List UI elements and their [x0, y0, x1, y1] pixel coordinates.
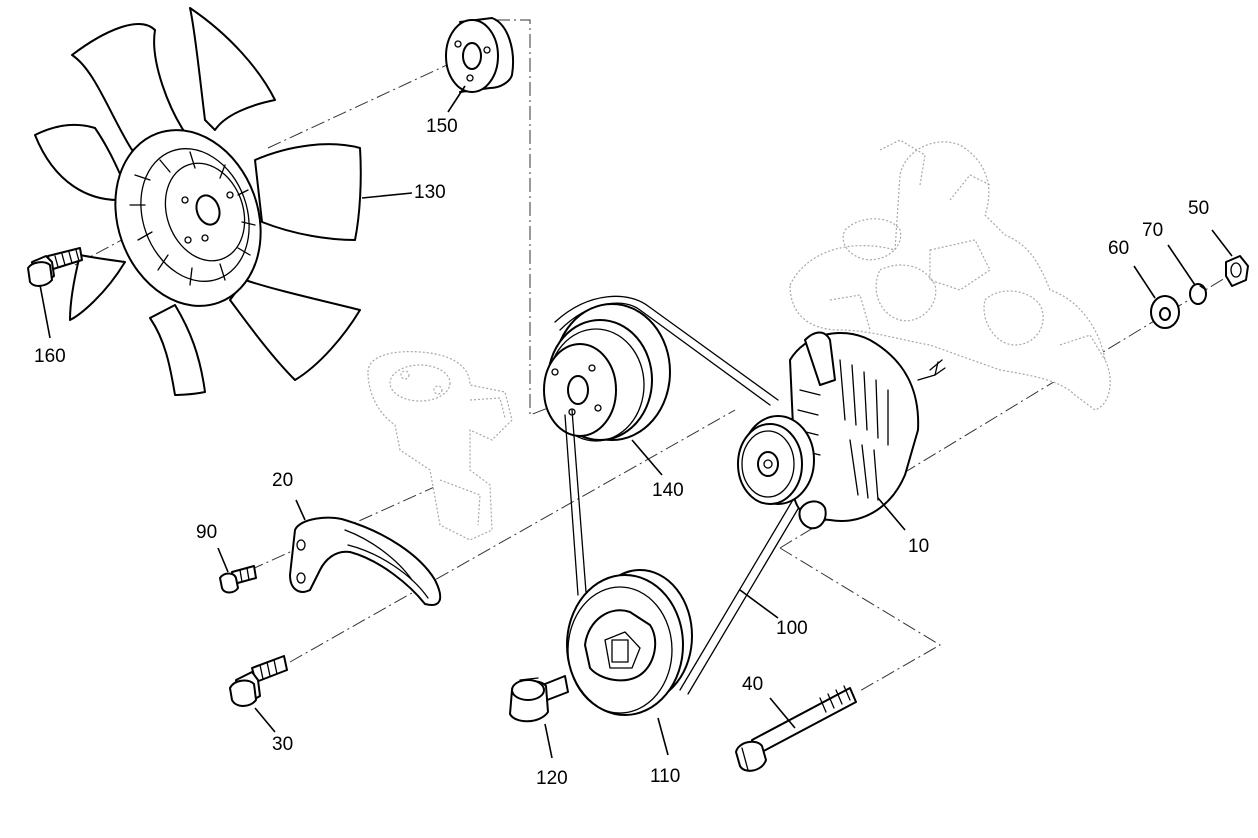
- bracket-bolt-small: [219, 565, 257, 594]
- callout-40: 40: [742, 674, 763, 695]
- callout-150: 150: [426, 116, 458, 137]
- callout-10: 10: [908, 536, 929, 557]
- callout-60: 60: [1108, 238, 1129, 259]
- lock-washer: [1189, 283, 1207, 305]
- nut: [1225, 255, 1249, 287]
- bracket-bolt: [229, 655, 288, 707]
- callout-120: 120: [536, 768, 568, 789]
- alternator-bracket: [289, 516, 442, 606]
- alternator: [737, 331, 946, 530]
- callout-20: 20: [272, 470, 293, 491]
- water-pump-ghost: [367, 350, 513, 541]
- v-belt: [554, 295, 809, 695]
- callout-50: 50: [1188, 198, 1209, 219]
- callout-130: 130: [414, 182, 446, 203]
- cooling-fan: [34, 7, 362, 396]
- engine-block-ghost: [789, 139, 1111, 411]
- leader-lines: [39, 85, 1233, 759]
- fan-bolt: [27, 247, 83, 287]
- water-pump-pulley: [543, 303, 671, 442]
- long-bolt: [735, 685, 857, 772]
- callout-160: 160: [34, 346, 66, 367]
- callout-30: 30: [272, 734, 293, 755]
- crankshaft-pulley: [566, 569, 693, 716]
- callout-110: 110: [650, 766, 680, 787]
- callout-140: 140: [652, 480, 684, 501]
- callout-100: 100: [776, 618, 808, 639]
- pulley-bolt: [509, 675, 569, 723]
- washer: [1150, 295, 1180, 329]
- callout-labels: 10 20 30 40 50 60 70 90 100 110 120 130 …: [34, 116, 1209, 789]
- fan-spacer: [445, 17, 514, 93]
- callout-90: 90: [196, 522, 217, 543]
- callout-70: 70: [1142, 220, 1163, 241]
